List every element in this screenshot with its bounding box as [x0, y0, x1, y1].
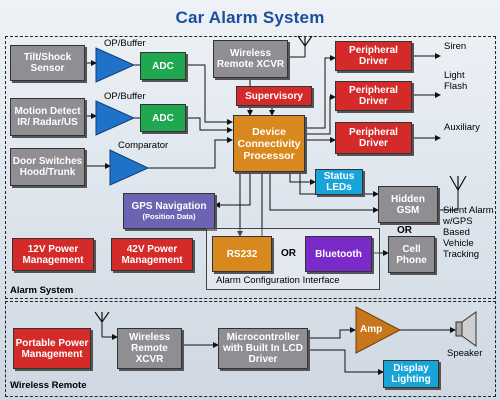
peripheral-driver-light: Peripheral Driver: [335, 81, 412, 111]
status-leds-block: Status LEDs: [315, 169, 363, 195]
bluetooth-block: Bluetooth: [305, 236, 372, 272]
config-interface-label: Alarm Configuration Interface: [216, 275, 340, 286]
op-buffer-label-2: OP/Buffer: [104, 91, 146, 102]
amp-label: Amp: [360, 324, 383, 335]
remote-wireless-xcvr-block: Wireless Remote XCVR: [117, 328, 182, 369]
gps-navigation-label: GPS Navigation: [131, 201, 207, 212]
peripheral-driver-auxiliary: Peripheral Driver: [335, 122, 412, 154]
op-amp-triangle-icon: [95, 100, 136, 136]
antenna-icon: [449, 175, 467, 192]
device-connectivity-processor: Device Connectivity Processor: [233, 115, 305, 172]
wireless-remote-label: Wireless Remote: [10, 380, 87, 391]
portable-power-management-block: Portable Power Management: [13, 328, 91, 369]
cell-phone-block: Cell Phone: [388, 236, 435, 273]
silent-alarm-text: Silent Alarm w/GPS Based Vehicle Trackin…: [443, 205, 494, 260]
alarm-system-frame: [5, 36, 496, 299]
supervisory-block: Supervisory: [236, 86, 312, 106]
auxiliary-output: Auxiliary: [444, 122, 480, 133]
diagram-title: Car Alarm System: [175, 8, 325, 27]
adc-block-2: ADC: [140, 104, 186, 132]
light-flash-output: Light Flash: [444, 70, 468, 92]
alarm-system-label: Alarm System: [10, 285, 74, 296]
antenna-icon: [297, 35, 313, 48]
antenna-icon: [94, 311, 110, 324]
display-lighting-block: Display Lighting: [383, 360, 439, 388]
tilt-shock-sensor-block: Tilt/Shock Sensor: [10, 45, 85, 81]
microcontroller-lcd-driver-block: Microcontroller with Built In LCD Driver: [218, 328, 308, 369]
op-amp-triangle-icon: [95, 47, 136, 83]
speaker-label: Speaker: [447, 348, 483, 359]
siren-output: Siren: [444, 41, 467, 52]
or-label-gsm-cell: OR: [397, 225, 412, 236]
op-amp-triangle-icon: [109, 149, 150, 186]
gps-position-sublabel: (Position Data): [142, 212, 196, 221]
motion-detect-block: Motion Detect IR/ Radar/US: [10, 98, 85, 136]
op-buffer-label-1: OP/Buffer: [104, 38, 146, 49]
gps-navigation-block: GPS Navigation (Position Data): [123, 193, 215, 229]
speaker-icon: [455, 311, 477, 347]
hidden-gsm-block: Hidden GSM: [378, 186, 438, 223]
door-switches-block: Door Switches Hood/Trunk: [10, 148, 85, 186]
adc-block-1: ADC: [140, 52, 186, 80]
rs232-block: RS232: [212, 236, 272, 272]
comparator-label: Comparator: [118, 140, 169, 151]
42v-power-management-block: 42V Power Management: [111, 238, 193, 271]
amplifier-triangle-icon: [355, 306, 402, 354]
peripheral-driver-siren: Peripheral Driver: [335, 41, 412, 71]
12v-power-management-block: 12V Power Management: [12, 238, 94, 271]
wireless-remote-xcvr-block: Wireless Remote XCVR: [213, 40, 288, 78]
or-label-rs232-bluetooth: OR: [281, 248, 296, 259]
wireless-remote-frame: [5, 301, 496, 397]
